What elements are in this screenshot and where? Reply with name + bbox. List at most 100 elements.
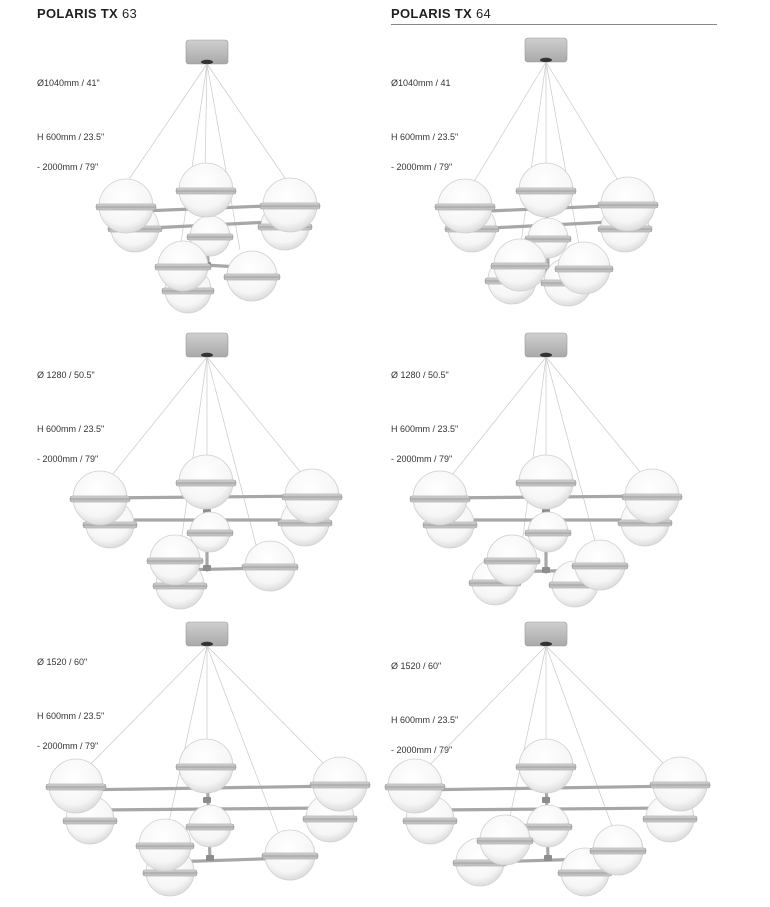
globe-band — [515, 763, 577, 771]
globe-band — [302, 815, 358, 823]
globe-band — [434, 203, 496, 211]
suspension-cable — [545, 61, 581, 251]
arm-hub — [203, 565, 211, 571]
globe-lamp — [483, 534, 541, 586]
globe-lamp — [241, 540, 299, 592]
globe-band — [597, 201, 659, 209]
spec-diameter: Ø 1280 / 50.5" — [391, 370, 449, 380]
spec-diameter: Ø 1280 / 50.5" — [37, 370, 95, 380]
chandelier-tx64-medium — [409, 332, 683, 608]
globe-band — [621, 493, 683, 501]
globe-band — [185, 823, 235, 831]
suspension-cable — [114, 63, 208, 201]
spec-diameter: Ø1040mm / 41 — [391, 78, 451, 88]
spec-range: - 2000mm / 79" — [37, 741, 99, 751]
spec-height: H 600mm / 23.5" — [391, 715, 459, 725]
globe-lamp — [589, 824, 647, 876]
globe-band — [402, 817, 458, 825]
globe-band — [589, 847, 647, 855]
chandelier-tx63-large — [45, 621, 371, 897]
spec-height: H 600mm / 23.5" — [37, 132, 105, 142]
globe-band — [490, 262, 550, 270]
spec-block-tx64-medium: Ø 1280 / 50.5" H 600mm / 23.5" - 2000mm … — [391, 350, 458, 474]
spec-height: H 600mm / 23.5" — [391, 424, 459, 434]
globe-band — [281, 493, 343, 501]
canopy-mount — [540, 641, 552, 647]
globe-band — [45, 783, 107, 791]
suspension-cable — [164, 645, 208, 841]
globe-lamp — [175, 162, 237, 218]
suspension-cable — [545, 645, 681, 781]
chandelier-tx64-large — [384, 621, 711, 897]
globe-lamp — [515, 738, 577, 794]
canopy-mount — [540, 57, 552, 63]
globe-lamp — [69, 470, 131, 526]
globe-band — [642, 815, 698, 823]
globe-lamp — [135, 818, 195, 872]
globe-lamp — [281, 468, 343, 524]
globe-band — [409, 495, 471, 503]
globe-lamp — [223, 250, 281, 302]
suspension-cable — [545, 61, 631, 201]
spec-diameter: Ø 1520 / 60" — [37, 657, 88, 667]
spec-range: - 2000mm / 79" — [37, 162, 99, 172]
suspension-cable — [414, 645, 547, 781]
spec-range: - 2000mm / 79" — [391, 162, 453, 172]
globe-lamp — [490, 238, 550, 292]
canopy-mount — [201, 59, 213, 65]
product-name: POLARIS TX — [391, 6, 473, 21]
canopy-mount — [201, 352, 213, 358]
suspension-cable — [206, 645, 341, 781]
suspension-cable — [545, 356, 601, 561]
globe-band — [241, 563, 299, 571]
globe-band — [309, 781, 371, 789]
suspension-cable — [206, 63, 301, 201]
globe-band — [175, 479, 237, 487]
suspension-cable — [206, 356, 261, 561]
product-number: 64 — [475, 6, 491, 21]
spec-block-tx63-medium: Ø 1280 / 50.5" H 600mm / 23.5" - 2000mm … — [37, 350, 104, 474]
product-title-tx64: POLARIS TX 64 — [391, 6, 491, 21]
globe-band — [154, 263, 212, 271]
globe-band — [69, 495, 131, 503]
suspension-cable — [206, 645, 286, 851]
suspension-cable — [206, 63, 241, 251]
spec-range: - 2000mm / 79" — [391, 745, 453, 755]
globe-lamp — [515, 162, 577, 218]
globe-lamp — [259, 177, 321, 233]
chandelier-tx63-small — [95, 39, 321, 314]
globe-band — [135, 842, 195, 850]
suspension-cable — [545, 645, 621, 849]
globe-lamp — [523, 804, 573, 848]
suspension-cable — [74, 645, 208, 781]
suspension-cable — [179, 63, 208, 251]
globe-lamp — [175, 738, 237, 794]
spec-diameter: Ø1040mm / 41" — [37, 78, 100, 88]
suspension-cable — [504, 645, 547, 841]
globe-band — [223, 273, 281, 281]
chandelier-tx63-medium — [69, 332, 343, 610]
arm-hub — [206, 855, 214, 861]
globe-band — [186, 233, 234, 241]
globe-lamp — [571, 539, 629, 591]
spec-range: - 2000mm / 79" — [391, 454, 453, 464]
spec-height: H 600mm / 23.5" — [391, 132, 459, 142]
globe-band — [261, 852, 319, 860]
spec-block-tx64-large: Ø 1520 / 60" H 600mm / 23.5" - 2000mm / … — [391, 641, 458, 765]
globe-band — [259, 202, 321, 210]
globe-lamp — [524, 511, 572, 553]
arm-hub — [203, 797, 211, 803]
globe-band — [186, 529, 234, 537]
globe-lamp — [95, 178, 157, 234]
globe-band — [524, 235, 572, 243]
product-title-tx63: POLARIS TX 63 — [37, 6, 137, 21]
chandelier-tx64-small — [434, 37, 659, 307]
spec-diameter: Ø 1520 / 60" — [391, 661, 442, 671]
globe-band — [554, 265, 614, 273]
canopy-mount — [540, 352, 552, 358]
product-name: POLARIS TX — [37, 6, 119, 21]
globe-lamp — [554, 241, 614, 295]
globe-lamp — [597, 176, 659, 232]
globe-lamp — [186, 511, 234, 553]
